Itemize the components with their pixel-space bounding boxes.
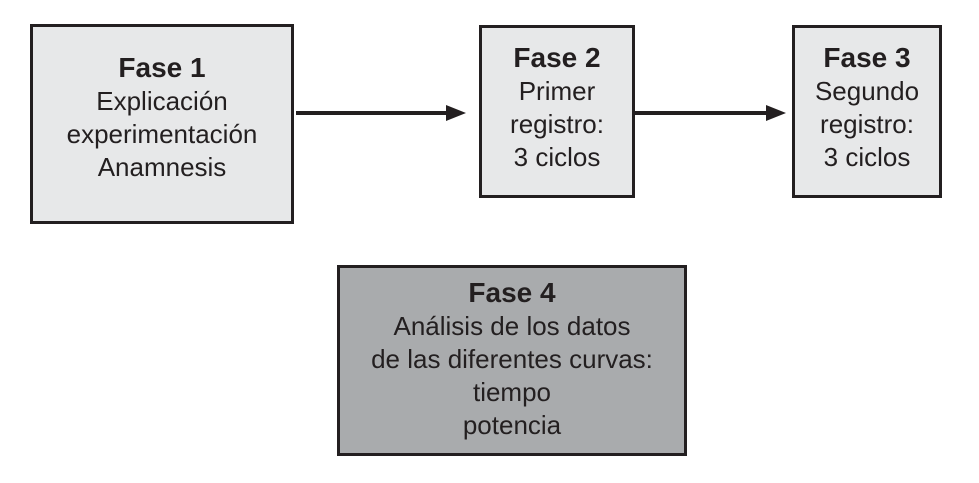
phase-text-line: potencia xyxy=(462,409,562,440)
phase-text-line: Primer xyxy=(518,76,596,106)
arrow-shaft xyxy=(296,111,448,115)
phase-title: Fase 1 xyxy=(118,51,206,83)
phase-text-line: Segundo xyxy=(814,76,920,106)
phase-text-line: registro: xyxy=(510,109,604,139)
phase-text-line: 3 ciclos xyxy=(823,142,911,172)
arrow-right-icon xyxy=(446,105,466,121)
phase-text-line: tiempo xyxy=(472,376,552,407)
arrow-right-icon xyxy=(766,105,786,121)
phase-text-line: de las diferentes curvas: xyxy=(371,343,653,374)
phase-text-line: registro: xyxy=(820,109,914,139)
phase-text-line: experimentación xyxy=(66,118,258,149)
phase-box-fase-4: Fase 4 Análisis de los datos de las dife… xyxy=(337,265,687,456)
phase-box-fase-2: Fase 2 Primer registro: 3 ciclos xyxy=(479,25,635,198)
phase-text-line: Análisis de los datos xyxy=(393,310,631,341)
phase-box-fase-1: Fase 1 Explicación experimentación Anamn… xyxy=(30,24,294,224)
phase-text-line: 3 ciclos xyxy=(513,142,601,172)
phase-text-line: Anamnesis xyxy=(97,151,227,182)
phase-title: Fase 2 xyxy=(513,42,601,73)
phase-title: Fase 4 xyxy=(468,276,556,308)
phase-title: Fase 3 xyxy=(823,42,911,73)
phase-box-fase-3: Fase 3 Segundo registro: 3 ciclos xyxy=(792,25,942,198)
phase-text-line: Explicación xyxy=(96,85,228,116)
arrow-shaft xyxy=(632,111,768,115)
